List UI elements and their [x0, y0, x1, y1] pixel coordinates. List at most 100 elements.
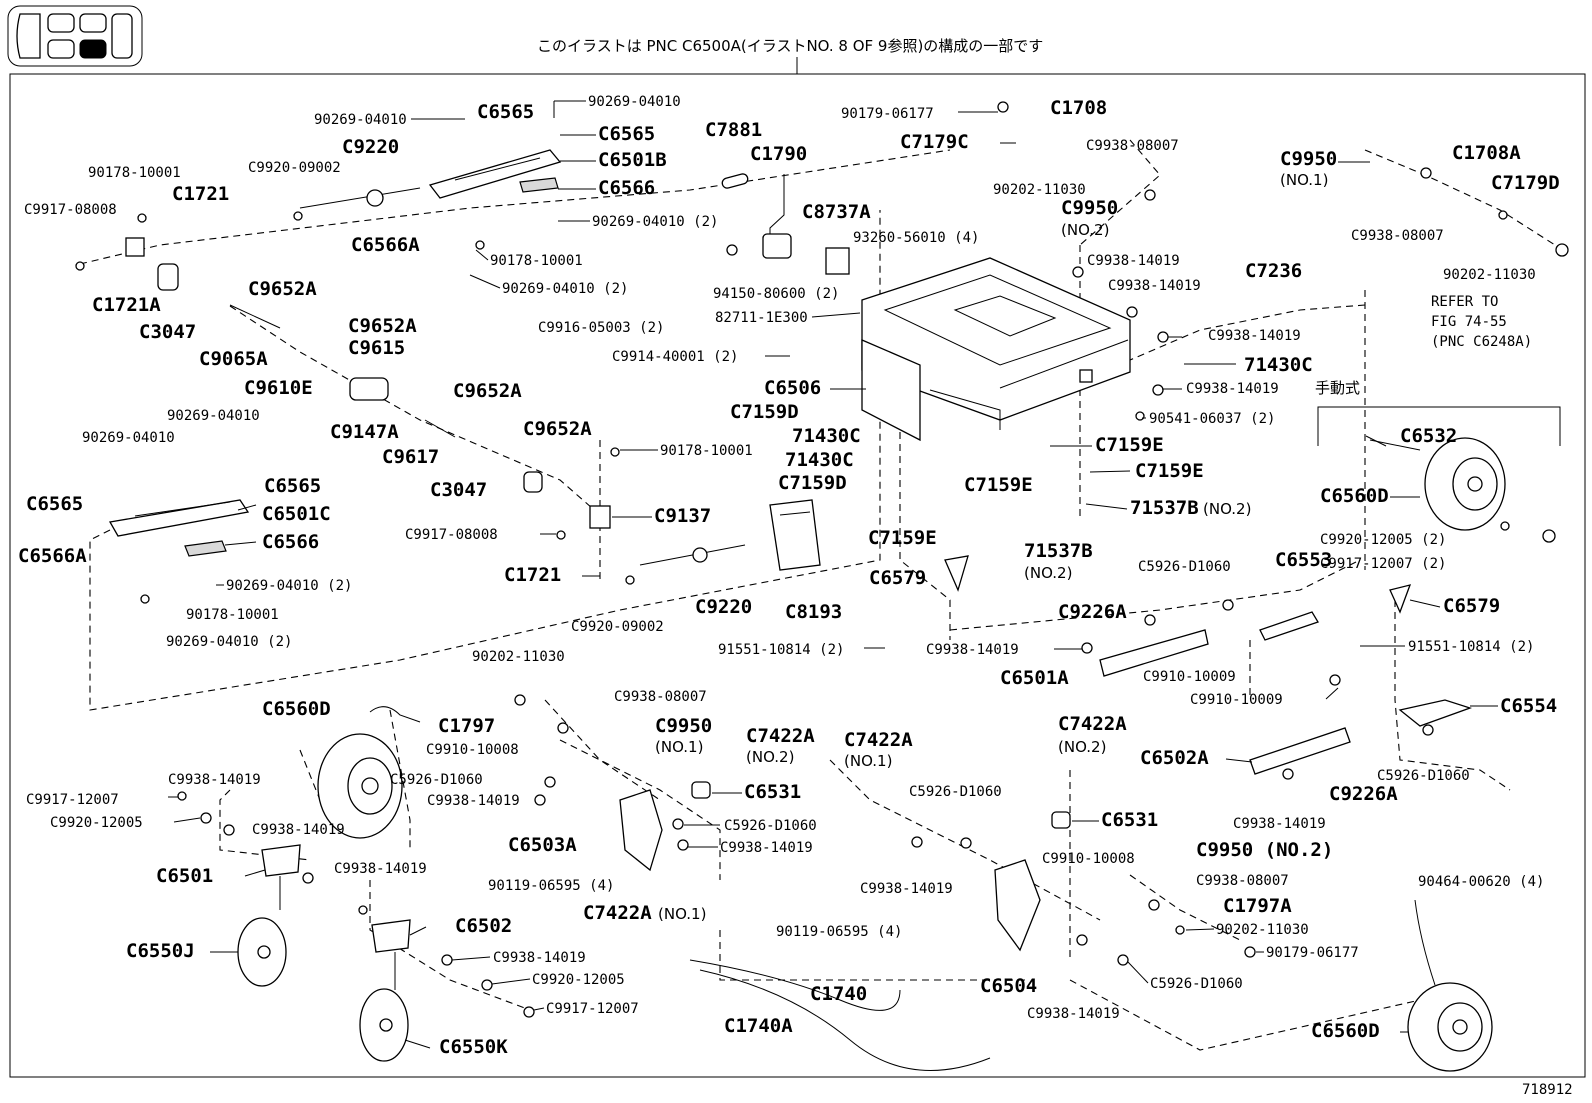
- figure-number: 718912: [1522, 1082, 1573, 1098]
- part-label-85: (NO.2): [1024, 564, 1072, 582]
- part-label-56: 90269-04010: [167, 408, 260, 424]
- part-label-115: (NO.1): [844, 752, 892, 770]
- part-label-74: C6565: [26, 493, 83, 515]
- part-label-113: (NO.2): [746, 748, 794, 766]
- part-label-02: C6565: [477, 101, 534, 123]
- part-label-99: 91551-10814 (2): [718, 642, 844, 658]
- view-selector-icon[interactable]: [7, 5, 143, 67]
- part-label-34: C9652A: [248, 278, 317, 300]
- part-label-23: C1721: [172, 183, 229, 205]
- part-label-89: C6553: [1275, 549, 1332, 571]
- part-label-120: C9938-14019: [168, 772, 261, 788]
- part-label-18: C9920-09002: [248, 160, 341, 176]
- part-label-13: C7179D: [1491, 172, 1560, 194]
- assembly-lines: [79, 139, 1556, 1051]
- part-label-130: C9938-14019: [252, 822, 345, 838]
- part-label-10: C9950: [1280, 148, 1337, 170]
- part-label-105: C9938-08007: [614, 689, 707, 705]
- part-label-142: C9938-08007: [1196, 873, 1289, 889]
- part-label-157: C9938-14019: [1027, 1006, 1120, 1022]
- part-label-46: C9938-14019: [1208, 328, 1301, 344]
- part-label-24: C9917-08008: [24, 202, 117, 218]
- part-label-11: (NO.1): [1280, 171, 1328, 189]
- part-label-61: C9652A: [523, 418, 592, 440]
- part-label-102: 90202-11030: [472, 649, 565, 665]
- part-label-15: C6501B: [598, 149, 667, 171]
- part-label-119: C6502A: [1140, 747, 1209, 769]
- part-label-09: C9938-08007: [1086, 138, 1179, 154]
- part-label-44: C9916-05003 (2): [538, 320, 664, 336]
- part-label-33: C7236: [1245, 260, 1302, 282]
- part-label-132: C6503A: [508, 834, 577, 856]
- part-label-72: C7159E: [1135, 460, 1204, 482]
- part-label-69: C3047: [430, 479, 487, 501]
- part-label-92: C9220: [695, 596, 752, 618]
- part-label-124: C9917-12007: [26, 792, 119, 808]
- part-label-08: C7179C: [900, 131, 969, 153]
- part-label-62: 71430C: [792, 425, 861, 447]
- part-label-153: C1740: [810, 983, 867, 1005]
- part-label-80: C6566: [262, 531, 319, 553]
- part-label-151: 90179-06177: [1266, 945, 1359, 961]
- part-label-103: C6501A: [1000, 667, 1069, 689]
- part-label-144: (NO.1): [658, 905, 706, 923]
- part-label-31: 90178-10001: [490, 253, 583, 269]
- part-label-65: 90178-10001: [660, 443, 753, 459]
- part-label-03: 90269-04010: [314, 112, 407, 128]
- part-label-110: C9950: [655, 715, 712, 737]
- part-label-39: REFER TO: [1431, 294, 1498, 310]
- part-label-101: 91551-10814 (2): [1408, 639, 1534, 655]
- part-label-70: C7159D: [778, 472, 847, 494]
- part-label-94: C6579: [1443, 595, 1500, 617]
- part-label-118: C9910-10008: [426, 742, 519, 758]
- part-label-97: C9226A: [1058, 601, 1127, 623]
- part-label-133: C9938-14019: [720, 840, 813, 856]
- part-label-78: (NO.2): [1203, 500, 1251, 518]
- part-label-53: C9938-14019: [1186, 381, 1279, 397]
- part-label-12: C1708A: [1452, 142, 1521, 164]
- part-label-73: C6560D: [1320, 485, 1389, 507]
- part-label-01: 90269-04010: [588, 94, 681, 110]
- part-label-64: C9617: [382, 446, 439, 468]
- part-label-71: C7159E: [964, 474, 1033, 496]
- part-label-123: C5926-D1060: [909, 784, 1002, 800]
- part-label-76: C9137: [654, 505, 711, 527]
- part-label-129: C9920-12005: [50, 815, 143, 831]
- part-label-82: C9920-12005 (2): [1320, 532, 1446, 548]
- part-label-27: 90269-04010 (2): [592, 214, 718, 230]
- part-label-159: C6550K: [439, 1036, 508, 1058]
- part-label-49: C9914-40001 (2): [612, 349, 738, 365]
- part-label-28: C6566A: [351, 234, 420, 256]
- part-label-90: 90269-04010 (2): [226, 578, 352, 594]
- part-label-51: C9610E: [244, 377, 313, 399]
- part-shapes: [75, 101, 1569, 1072]
- part-label-122: C6531: [744, 781, 801, 803]
- part-label-17: 90178-10001: [88, 165, 181, 181]
- part-label-96: C9920-09002: [571, 619, 664, 635]
- part-label-141: 90464-00620 (4): [1418, 874, 1544, 890]
- part-label-87: C1721: [504, 564, 561, 586]
- part-label-134: C9938-14019: [1233, 816, 1326, 832]
- part-label-116: C7422A: [1058, 713, 1127, 735]
- part-label-107: C6560D: [262, 698, 331, 720]
- diagram-frame: [9, 73, 1586, 1078]
- part-label-59: 90269-04010: [82, 430, 175, 446]
- part-label-04: C6565: [598, 123, 655, 145]
- part-label-48: C9615: [348, 337, 405, 359]
- part-label-14: C9220: [342, 136, 399, 158]
- part-label-25: C8737A: [802, 201, 871, 223]
- part-label-63: C6532: [1400, 425, 1457, 447]
- part-label-66: 71430C: [785, 449, 854, 471]
- part-label-131: C9226A: [1329, 783, 1398, 805]
- part-label-57: C7159D: [730, 401, 799, 423]
- part-label-07: C1708: [1050, 97, 1107, 119]
- part-label-86: C9917-12007 (2): [1320, 556, 1446, 572]
- part-label-158: C1740A: [724, 1015, 793, 1037]
- part-label-16: C1790: [750, 143, 807, 165]
- part-label-112: C7422A: [746, 725, 815, 747]
- part-label-79: C9917-08008: [405, 527, 498, 543]
- part-label-137: C9910-10008: [1042, 851, 1135, 867]
- part-label-75: C6501C: [262, 503, 331, 525]
- part-label-128: C5926-D1060: [724, 818, 817, 834]
